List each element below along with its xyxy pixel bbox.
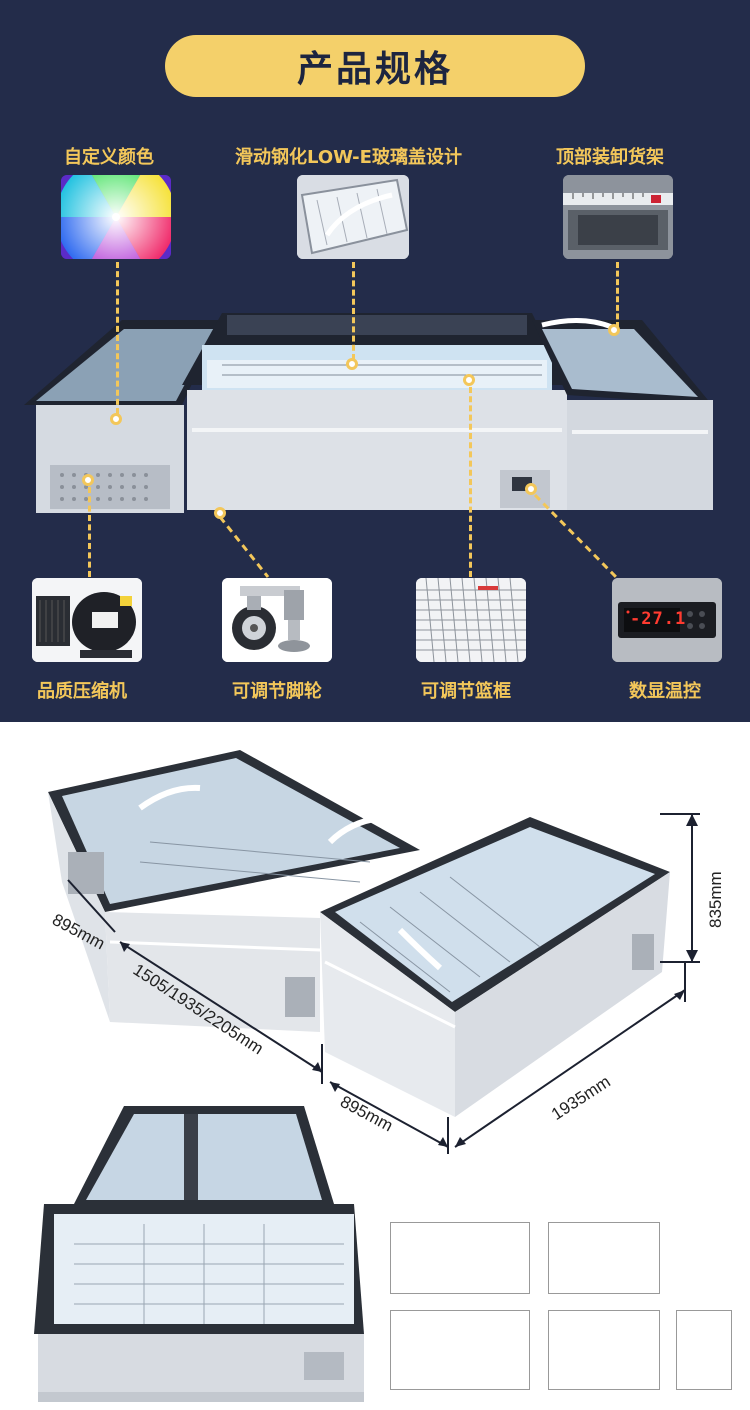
- freezer-front-photo: [34, 1106, 364, 1402]
- glass-lid-photo: [297, 175, 409, 259]
- connector-top-shelf: [616, 262, 619, 328]
- dimension-height: 835mm: [706, 871, 725, 928]
- digital-thermostat-photo: -27.1: [612, 578, 722, 662]
- feature-label-thermostat: 数显温控: [629, 681, 701, 702]
- marker-compressor: [82, 474, 94, 486]
- tech-drawing-front-view-2: [548, 1310, 660, 1390]
- marker-top-shelf: [608, 324, 620, 336]
- connector-glass-lid: [352, 262, 355, 360]
- feature-label-glass-lid: 滑动钢化LOW-E玻璃盖设计: [235, 147, 462, 168]
- marker-custom-color: [110, 413, 122, 425]
- freezer-iso-body: [48, 750, 670, 1117]
- marker-thermostat: [525, 483, 537, 495]
- connector-basket: [469, 387, 472, 577]
- connector-caster: [218, 516, 270, 578]
- marker-glass-lid: [346, 358, 358, 370]
- compressor-photo: [32, 578, 142, 662]
- marker-basket: [463, 374, 475, 386]
- dimension-illustration: [48, 750, 700, 1154]
- freezer-island-illustration: [24, 313, 713, 513]
- feature-label-compressor: 品质压缩机: [37, 681, 127, 702]
- features-panel: 产品规格 自定义颜色 滑动钢化LOW-E玻璃盖设计 顶部装卸货架: [0, 0, 750, 722]
- feature-label-caster: 可调节脚轮: [232, 681, 322, 702]
- tech-drawing-top-view-2: [548, 1222, 660, 1294]
- tech-drawing-front-view-1: [390, 1310, 530, 1390]
- wire-basket-photo: [416, 578, 526, 662]
- color-wheel-icon: [61, 175, 171, 259]
- feature-label-top-shelf: 顶部装卸货架: [556, 147, 664, 168]
- feature-label-custom-color: 自定义颜色: [64, 147, 154, 168]
- caster-wheel-photo: [222, 578, 332, 662]
- page-title: 产品规格: [165, 35, 585, 97]
- connector-thermostat: [533, 493, 620, 581]
- tech-drawing-side-view: [676, 1310, 732, 1390]
- top-shelf-photo: [563, 175, 673, 259]
- feature-label-basket: 可调节篮框: [421, 681, 511, 702]
- connector-compressor: [88, 487, 91, 577]
- connector-custom-color: [116, 262, 119, 414]
- thermostat-readout: -27.1: [630, 609, 687, 629]
- tech-drawing-top-view-1: [390, 1222, 530, 1294]
